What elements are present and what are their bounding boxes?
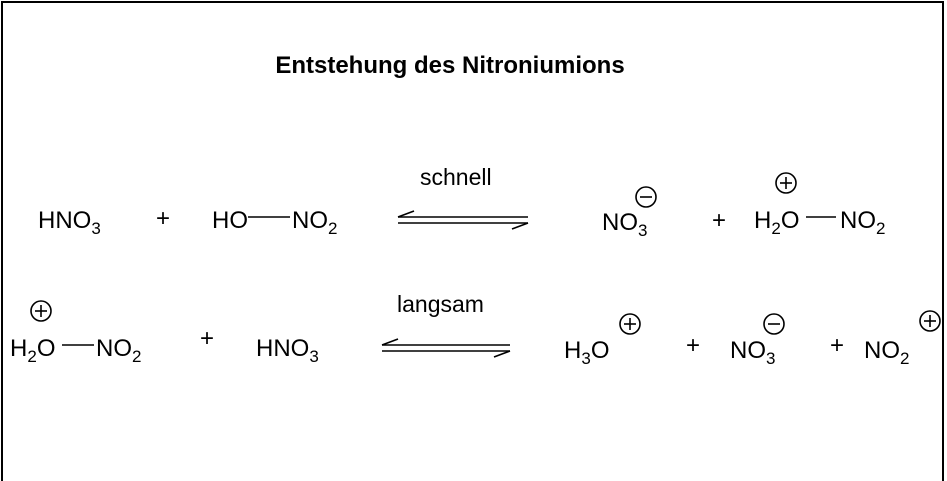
r2-reactant-hno3: HNO3 bbox=[256, 335, 319, 366]
r1-product-no2: NO2 bbox=[840, 207, 886, 238]
r2-equilibrium-arrow bbox=[381, 338, 511, 358]
r2-plus-3: + bbox=[830, 332, 845, 359]
diagram-title: Entstehung des Nitroniumions bbox=[275, 52, 625, 79]
r1-plus-1: + bbox=[156, 205, 171, 232]
r1-product1-minus-icon bbox=[635, 186, 657, 208]
r2-product1-plus-icon bbox=[619, 313, 641, 335]
r1-condition-label: schnell bbox=[420, 164, 492, 190]
r2-product-h3o: H3O bbox=[564, 337, 610, 368]
r1-reactant-hno3: HNO3 bbox=[38, 207, 101, 238]
r1-product2-plus-icon bbox=[775, 172, 797, 194]
r2-product2-minus-icon bbox=[763, 313, 785, 335]
r1-reactant-no2: NO2 bbox=[292, 207, 338, 238]
r2-plus-2: + bbox=[686, 332, 701, 359]
r1-product-h2o: H2O bbox=[754, 207, 800, 238]
r1-product-no3: NO3 bbox=[602, 209, 648, 240]
r1-reactant-ho: HO bbox=[212, 207, 248, 234]
r2-product3-plus-icon bbox=[919, 310, 941, 332]
r2-product-no3: NO3 bbox=[730, 337, 776, 368]
r2-reactant1-plus-icon bbox=[30, 300, 52, 322]
diagram-graphics bbox=[30, 172, 941, 358]
r2-reactant-no2: NO2 bbox=[96, 335, 142, 366]
r2-plus-1: + bbox=[200, 325, 215, 352]
r1-equilibrium-arrow bbox=[397, 210, 529, 230]
r1-plus-2: + bbox=[712, 207, 727, 234]
r2-product-no2: NO2 bbox=[864, 337, 910, 368]
r2-reactant-h2o: H2O bbox=[10, 335, 56, 366]
r2-condition-label: langsam bbox=[397, 291, 484, 317]
